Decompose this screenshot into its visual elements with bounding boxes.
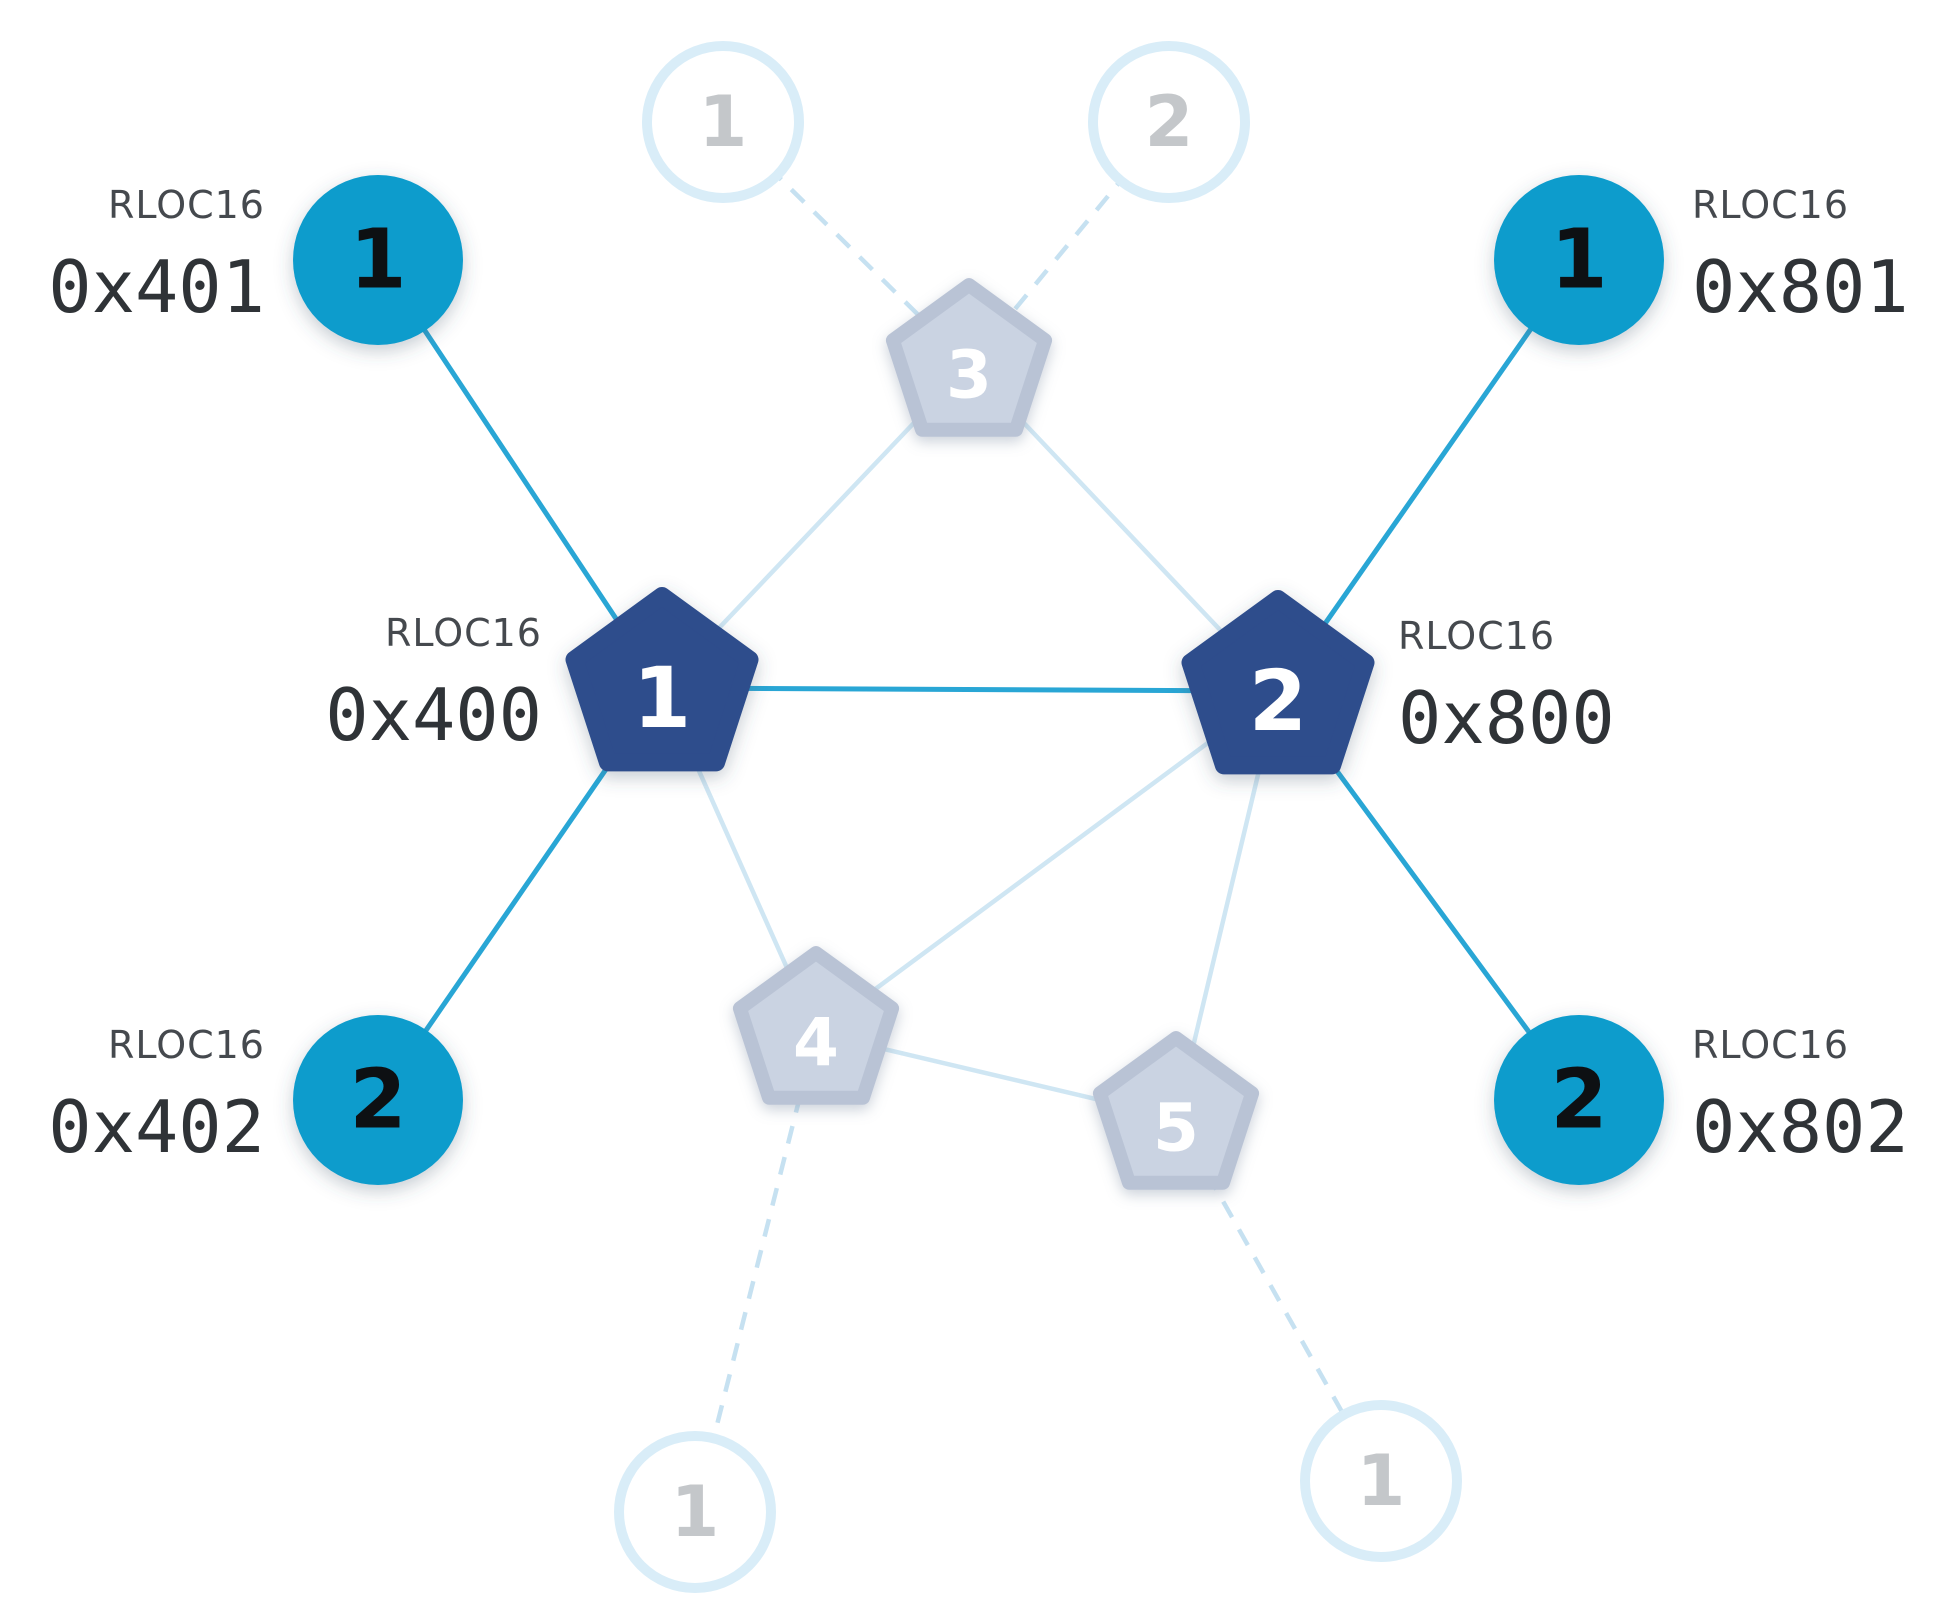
rloc16-caption: RLOC16 — [1692, 1023, 1849, 1067]
faded-router-pentagon-icon — [885, 278, 1053, 437]
label-layer: RLOC160x401RLOC160x801RLOC160x402RLOC160… — [48, 183, 1909, 1169]
rloc-label-router-800: RLOC16 0x800 — [1398, 614, 1615, 760]
node-number: 2 — [1249, 652, 1307, 750]
router-pentagon-icon — [1181, 590, 1375, 775]
faded-router-pentagon-icon — [732, 946, 900, 1105]
rloc16-address: 0x802 — [1692, 1085, 1909, 1169]
node-router-5[interactable]: 5 — [1092, 1031, 1260, 1190]
node-router-4[interactable]: 4 — [732, 946, 900, 1105]
faded-child-circle-icon — [1088, 41, 1250, 203]
node-number: 1 — [633, 649, 691, 747]
node-child-402[interactable]: 2 — [293, 1015, 463, 1185]
node-number: 1 — [1357, 1440, 1406, 1522]
node-layer: 1 1 2 2 1 2 3 4 5 1 2 1 1 — [293, 41, 1664, 1593]
node-child-801[interactable]: 1 — [1494, 175, 1664, 345]
edge-child-401--router-400 — [375, 258, 665, 690]
rloc-label-child-401: RLOC16 0x401 — [48, 183, 265, 329]
rloc16-address: 0x401 — [48, 245, 265, 329]
rloc16-address: 0x402 — [48, 1085, 265, 1169]
child-circle-icon — [1494, 175, 1664, 345]
node-number: 3 — [946, 337, 992, 414]
rloc16-address: 0x801 — [1692, 245, 1909, 329]
rloc-label-child-402: RLOC16 0x402 — [48, 1023, 265, 1169]
faded-child-circle-icon — [1300, 1400, 1462, 1562]
node-faded-top-1[interactable]: 1 — [642, 41, 804, 203]
node-child-802[interactable]: 2 — [1494, 1015, 1664, 1185]
rloc16-caption: RLOC16 — [1398, 614, 1555, 658]
faded-router-pentagon-icon — [1092, 1031, 1260, 1190]
node-faded-top-2[interactable]: 2 — [1088, 41, 1250, 203]
edge-router-800--router-4 — [814, 689, 1280, 1035]
node-number: 1 — [1550, 213, 1607, 308]
node-number: 1 — [349, 213, 406, 308]
child-circle-icon — [1494, 1015, 1664, 1185]
router-pentagon-icon — [565, 587, 759, 772]
rloc16-caption: RLOC16 — [385, 611, 542, 655]
node-faded-bottom-2[interactable]: 1 — [1300, 1400, 1462, 1562]
edge-router-400--router-800 — [661, 685, 1279, 694]
node-router-800[interactable]: 2 — [1181, 590, 1375, 775]
node-number: 4 — [793, 1005, 839, 1082]
rloc-label-child-801: RLOC16 0x801 — [1692, 183, 1909, 329]
child-circle-icon — [293, 175, 463, 345]
child-circle-icon — [293, 1015, 463, 1185]
edge-child-801--router-800 — [1275, 258, 1582, 693]
faded-child-circle-icon — [642, 41, 804, 203]
faded-child-circle-icon — [614, 1431, 776, 1593]
rloc16-address: 0x400 — [325, 673, 542, 757]
rloc-label-child-802: RLOC16 0x802 — [1692, 1023, 1909, 1169]
node-child-401[interactable]: 1 — [293, 175, 463, 345]
node-router-3[interactable]: 3 — [885, 278, 1053, 437]
rloc16-caption: RLOC16 — [1692, 183, 1849, 227]
node-number: 2 — [1145, 81, 1194, 163]
rloc16-caption: RLOC16 — [108, 183, 265, 227]
node-number: 2 — [1550, 1053, 1607, 1148]
node-number: 5 — [1153, 1090, 1199, 1167]
node-faded-bottom-1[interactable]: 1 — [614, 1431, 776, 1593]
rloc16-address: 0x800 — [1398, 676, 1615, 760]
rloc16-caption: RLOC16 — [108, 1023, 265, 1067]
node-number: 1 — [699, 81, 748, 163]
node-number: 2 — [349, 1053, 406, 1148]
node-number: 1 — [671, 1471, 720, 1553]
rloc-label-router-400: RLOC16 0x400 — [325, 611, 542, 757]
node-router-400[interactable]: 1 — [565, 587, 759, 772]
